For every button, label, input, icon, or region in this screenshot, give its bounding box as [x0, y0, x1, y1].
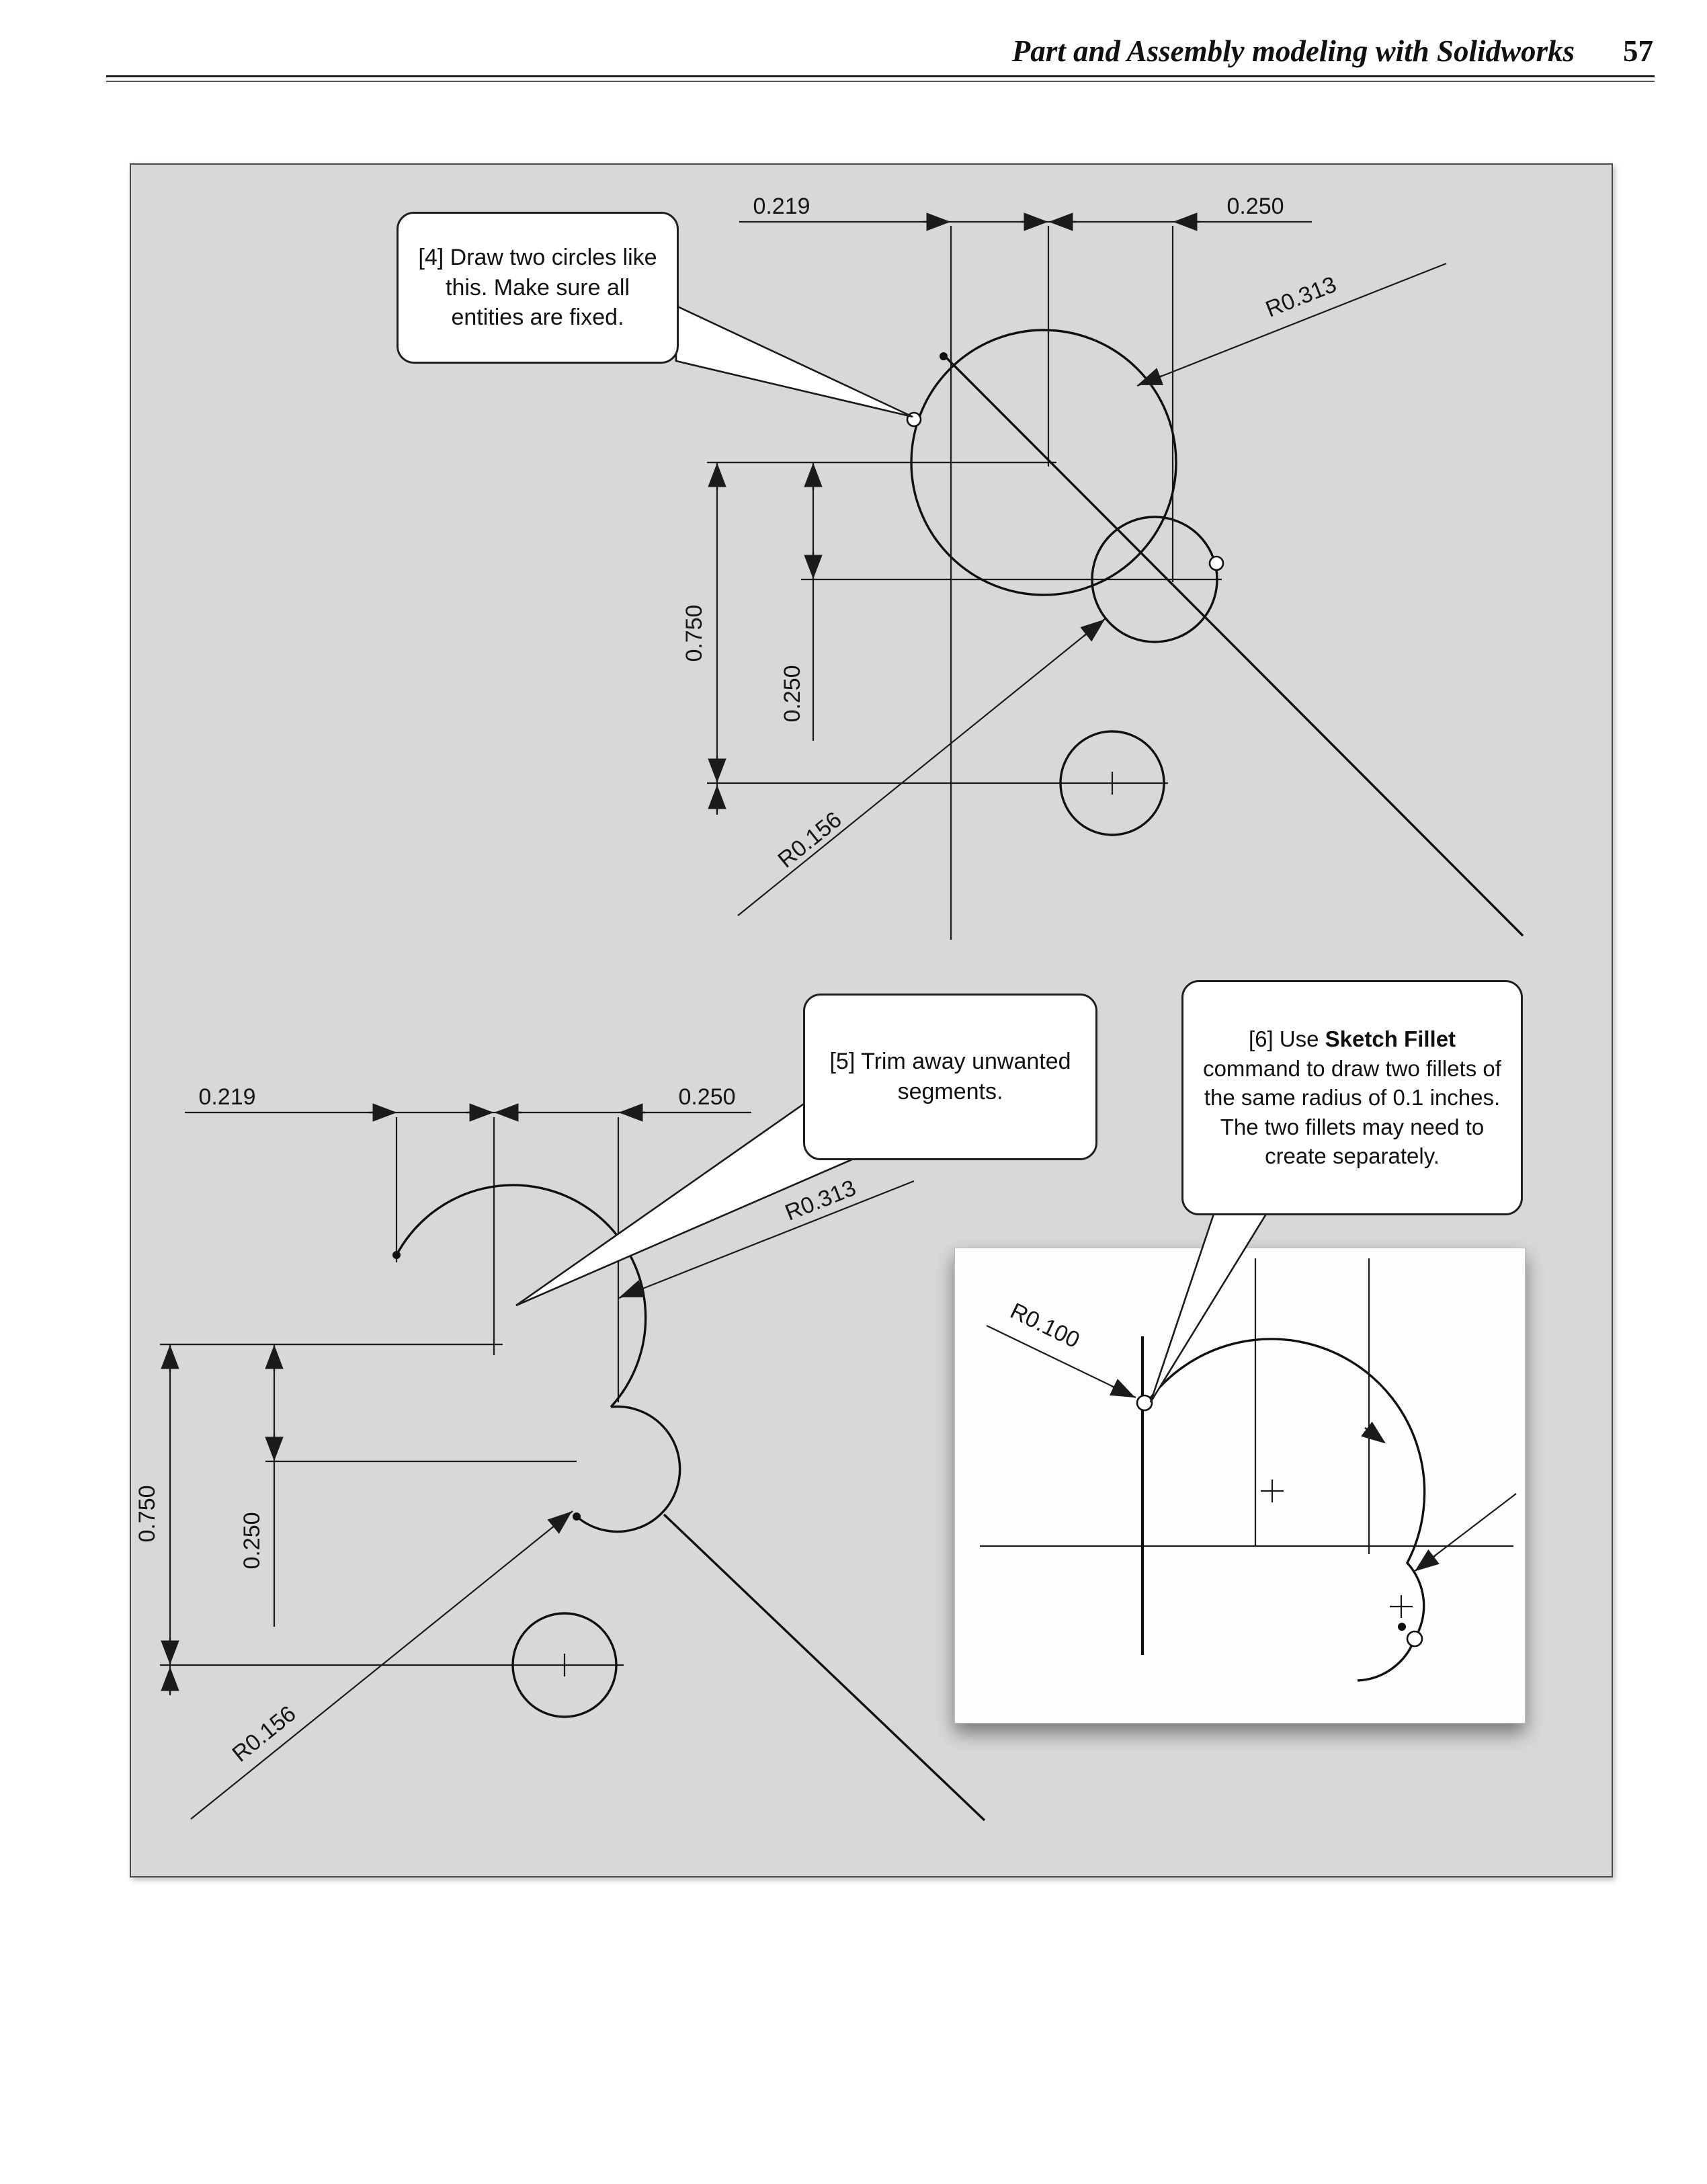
- dim-label-0750: 0.750: [134, 1485, 160, 1542]
- dim-label-0219: 0.219: [198, 1084, 255, 1110]
- endpoint-dot: [1398, 1623, 1406, 1631]
- large-circle: [910, 329, 1177, 596]
- radius-label-r0313: R0.313: [1262, 272, 1340, 323]
- small-circle: [1091, 516, 1218, 643]
- dim-label-0250: 0.250: [678, 1084, 735, 1110]
- large-arc: [395, 1184, 647, 1408]
- fillet-inset-sketch: R0.100: [980, 1258, 1517, 1682]
- fillet-point-marker: [1406, 1630, 1423, 1648]
- dim-label-0250: 0.250: [1226, 194, 1284, 219]
- header-title: Part and Assembly modeling with Solidwor…: [1011, 34, 1575, 68]
- diagonal-centerline: [942, 354, 1524, 937]
- radius-label-r0156: R0.156: [774, 807, 847, 873]
- top-sketch: 0.219 0.250 R0.313 0.750 0.250 R0.156: [681, 194, 1524, 940]
- dim-label-0219: 0.219: [753, 194, 810, 219]
- endpoint-dot: [940, 352, 948, 360]
- small-arc: [575, 1405, 681, 1533]
- lower-circle: [511, 1612, 618, 1718]
- diagonal-edge: [663, 1513, 986, 1822]
- page-header: Part and Assembly modeling with Solidwor…: [108, 34, 1653, 69]
- callout-step4: [4] Draw two circles like this. Make sur…: [397, 212, 679, 364]
- callout4-tail: [675, 304, 913, 418]
- callout-step4-text: [4] Draw two circles like this. Make sur…: [418, 244, 657, 331]
- callout-step5-text: [5] Trim away unwanted segments.: [829, 1049, 1071, 1104]
- radius-label-r0156: R0.156: [228, 1701, 301, 1767]
- page-number: 57: [1623, 34, 1653, 68]
- endpoint-dot: [392, 1251, 401, 1259]
- endpoint-dot: [573, 1512, 581, 1521]
- callout6-tail: [1149, 1213, 1268, 1403]
- bottom-left-sketch: 0.219 0.250 R0.313 0.750 0.250 R0.156: [134, 1084, 986, 1822]
- callout-step6-prefix: [6] Use: [1248, 1026, 1325, 1052]
- fixed-point-marker: [1208, 555, 1224, 571]
- header-rule: [106, 75, 1655, 77]
- radius-label-r0100: R0.100: [1006, 1298, 1083, 1353]
- callout-step6-rest: command to draw two fillets of the same …: [1203, 1055, 1501, 1169]
- callout-step6-bold: Sketch Fillet: [1325, 1026, 1456, 1052]
- callout-step6: [6] Use Sketch Fillet command to draw tw…: [1181, 980, 1523, 1215]
- lower-circle: [1059, 730, 1165, 836]
- callout-step6-text: [6] Use Sketch Fillet command to draw tw…: [1197, 1024, 1507, 1171]
- filleted-profile: [1144, 1338, 1426, 1682]
- dim-label-0250-vertical: 0.250: [780, 665, 805, 722]
- dim-label-0750: 0.750: [681, 604, 707, 661]
- dim-label-0250-vertical: 0.250: [239, 1512, 265, 1569]
- fillet-inset-panel: [954, 1248, 1526, 1724]
- fillet-point-marker: [1136, 1394, 1153, 1412]
- callout-step5: [5] Trim away unwanted segments.: [803, 994, 1097, 1160]
- header-rule-secondary: [106, 81, 1655, 82]
